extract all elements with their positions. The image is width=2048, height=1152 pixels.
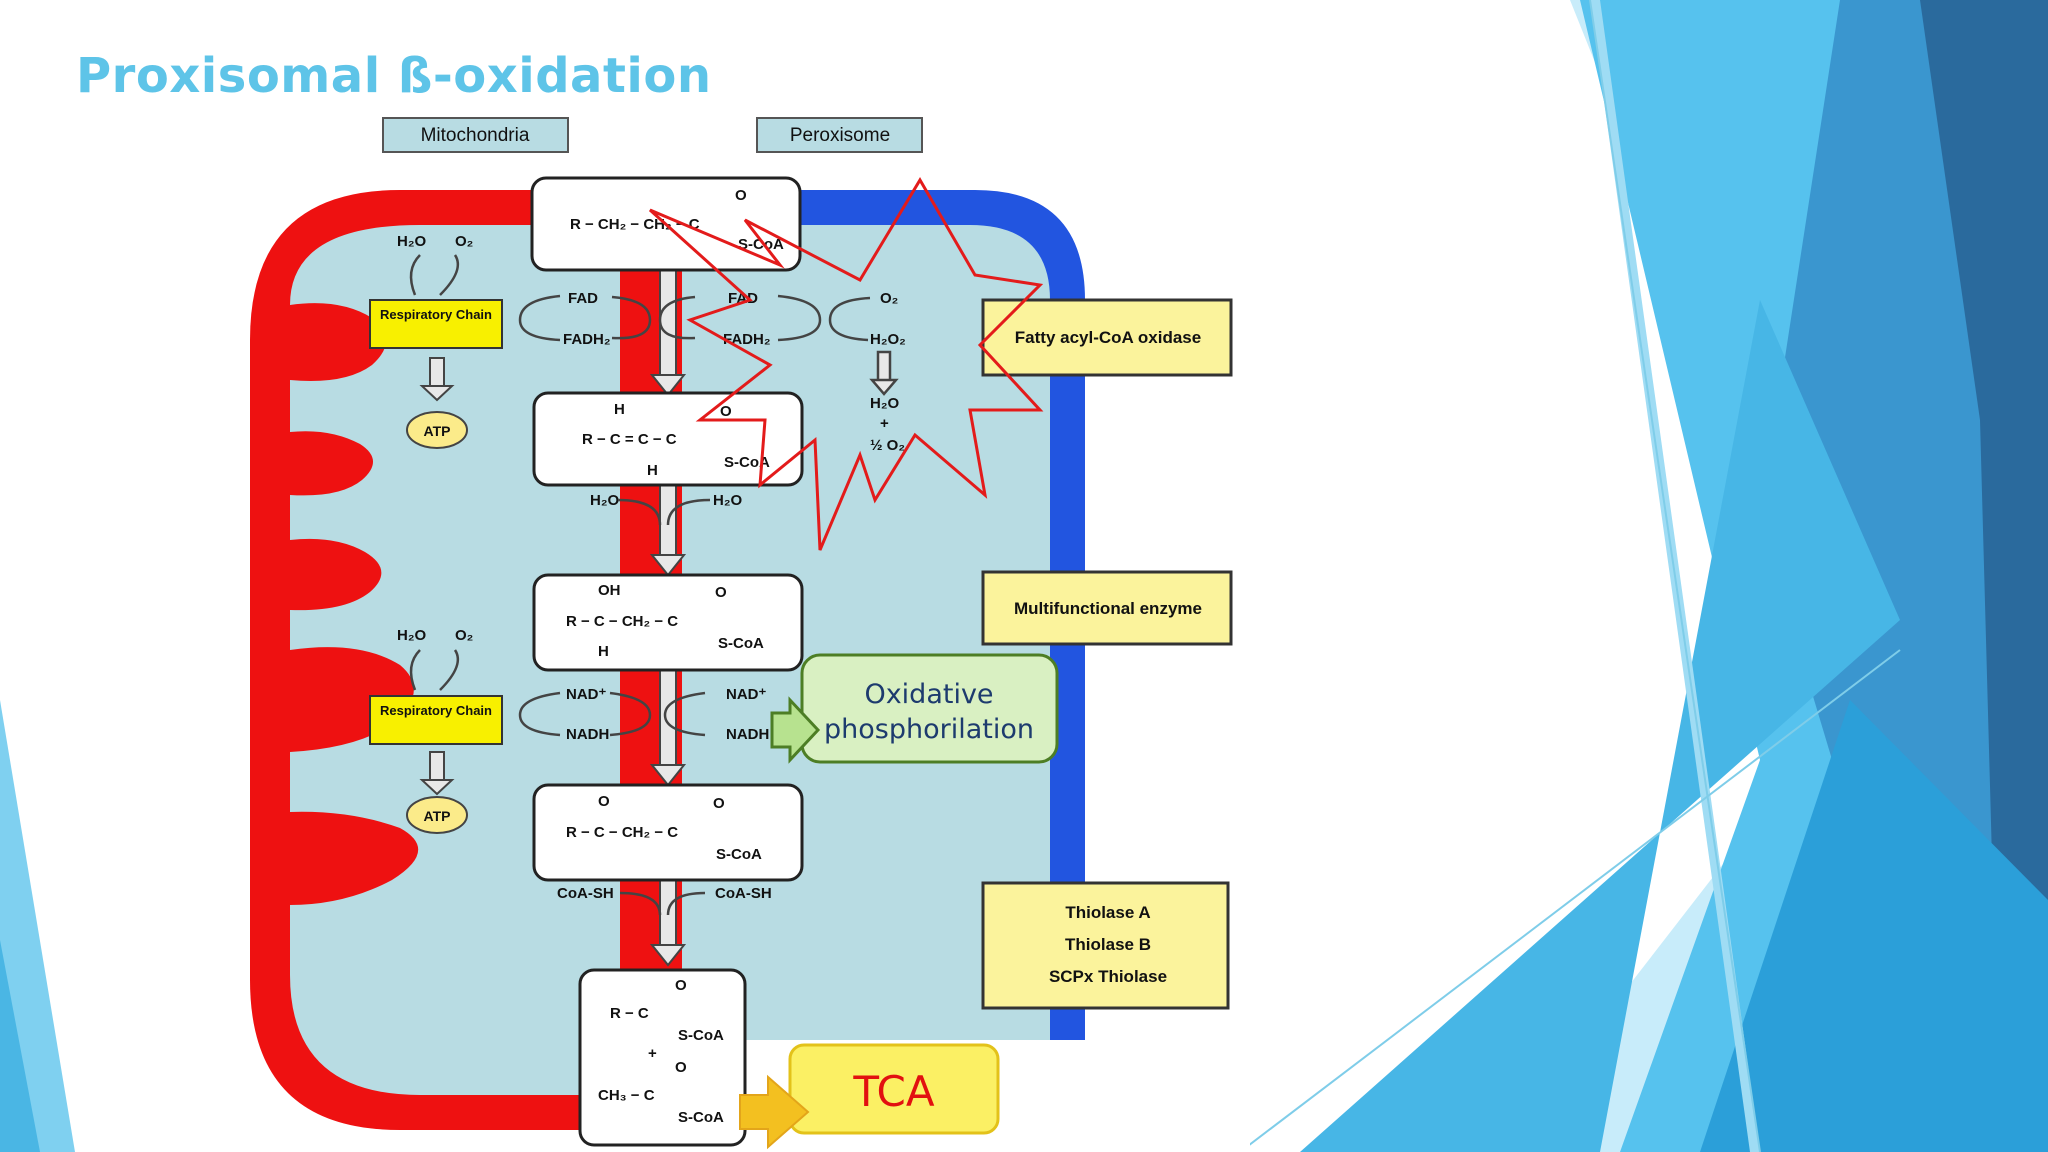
svg-text:S-CoA: S-CoA bbox=[678, 1027, 724, 1044]
svg-text:Oxidative: Oxidative bbox=[864, 679, 993, 710]
tca-callout: TCA bbox=[739, 1043, 1000, 1150]
svg-text:H: H bbox=[614, 401, 625, 418]
slide-title: Proxisomal ß-oxidation bbox=[76, 48, 712, 104]
svg-text:O: O bbox=[598, 793, 610, 810]
svg-text:FAD: FAD bbox=[728, 290, 758, 307]
svg-text:Respiratory Chain: Respiratory Chain bbox=[380, 307, 492, 322]
products-box: R − C O S-CoA + CH₃ − C O S-CoA bbox=[578, 968, 747, 1147]
svg-text:H₂O: H₂O bbox=[713, 492, 742, 509]
svg-text:ATP: ATP bbox=[424, 423, 451, 439]
svg-text:Thiolase A: Thiolase A bbox=[1065, 903, 1150, 922]
respiratory-chain-top: H₂O O₂ Respiratory Chain ATP bbox=[369, 233, 503, 449]
cofactor-arrows bbox=[518, 294, 899, 916]
svg-text:S-CoA: S-CoA bbox=[724, 454, 770, 471]
svg-text:phosphorilation: phosphorilation bbox=[824, 714, 1034, 745]
peroxisome-label-box bbox=[756, 117, 923, 153]
svg-text:SCPx Thiolase: SCPx Thiolase bbox=[1049, 967, 1167, 986]
svg-text:O: O bbox=[675, 977, 687, 994]
svg-text:FADH₂: FADH₂ bbox=[723, 331, 771, 348]
svg-text:O₂: O₂ bbox=[455, 627, 473, 644]
mitochondria-label-box bbox=[382, 117, 569, 153]
svg-text:H: H bbox=[598, 643, 609, 660]
intermediate-enoyl-coa: H R − C = C − C H O S-CoA bbox=[532, 391, 804, 487]
svg-text:+: + bbox=[648, 1045, 657, 1062]
svg-text:O: O bbox=[715, 584, 727, 601]
svg-text:O: O bbox=[675, 1059, 687, 1076]
highlight-starburst bbox=[648, 177, 1044, 551]
svg-text:O₂: O₂ bbox=[455, 233, 473, 250]
svg-text:NADH: NADH bbox=[566, 726, 609, 743]
svg-text:TCA: TCA bbox=[852, 1067, 935, 1116]
svg-text:FAD: FAD bbox=[568, 290, 598, 307]
svg-text:R − C: R − C bbox=[610, 1005, 649, 1022]
respiratory-chain-bottom: H₂O O₂ Respiratory Chain ATP bbox=[369, 627, 503, 834]
intermediate-hydroxyacyl-coa: OH R − C − CH₂ − C H O S-CoA bbox=[532, 573, 804, 672]
svg-text:S-CoA: S-CoA bbox=[718, 635, 764, 652]
enzyme-thiolases: Thiolase A Thiolase B SCPx Thiolase bbox=[981, 881, 1230, 1010]
svg-text:FADH₂: FADH₂ bbox=[563, 331, 611, 348]
svg-text:R − CH₂ − CH₂ − C: R − CH₂ − CH₂ − C bbox=[570, 216, 700, 233]
svg-text:H₂O: H₂O bbox=[397, 233, 426, 250]
svg-text:O: O bbox=[735, 187, 747, 204]
svg-text:H: H bbox=[647, 462, 658, 479]
svg-text:NAD⁺: NAD⁺ bbox=[566, 686, 606, 703]
svg-text:CoA-SH: CoA-SH bbox=[715, 885, 772, 902]
svg-text:Respiratory Chain: Respiratory Chain bbox=[380, 703, 492, 718]
svg-text:Thiolase B: Thiolase B bbox=[1065, 935, 1151, 954]
svg-text:R − C = C − C: R − C = C − C bbox=[582, 431, 677, 448]
mitochondria-label: Mitochondria bbox=[421, 125, 530, 146]
intermediate-ketoacyl-coa: O R − C − CH₂ − C O S-CoA bbox=[532, 783, 804, 882]
enzyme-multifunctional: Multifunctional enzyme bbox=[981, 570, 1233, 646]
svg-text:NAD⁺: NAD⁺ bbox=[726, 686, 766, 703]
svg-text:H₂O₂: H₂O₂ bbox=[870, 331, 906, 348]
svg-text:R − C − CH₂ − C: R − C − CH₂ − C bbox=[566, 824, 678, 841]
enzyme-fatty-acyl-coa-oxidase: Fatty acyl-CoA oxidase bbox=[981, 298, 1233, 377]
svg-text:Multifunctional enzyme: Multifunctional enzyme bbox=[1014, 599, 1202, 618]
svg-text:S-CoA: S-CoA bbox=[678, 1109, 724, 1126]
svg-text:S-CoA: S-CoA bbox=[716, 846, 762, 863]
svg-text:Fatty acyl-CoA oxidase: Fatty acyl-CoA oxidase bbox=[1015, 328, 1201, 347]
svg-text:+: + bbox=[880, 415, 889, 432]
cofactors: FAD FADH₂ FAD FADH₂ H₂O H₂O NAD⁺ NADH NA… bbox=[557, 290, 906, 902]
svg-text:R − C − CH₂ − C: R − C − CH₂ − C bbox=[566, 613, 678, 630]
svg-text:ATP: ATP bbox=[424, 808, 451, 824]
svg-text:S-CoA: S-CoA bbox=[738, 236, 784, 253]
svg-text:NADH: NADH bbox=[726, 726, 769, 743]
svg-text:O: O bbox=[720, 403, 732, 420]
peroxisome-label: Peroxisome bbox=[790, 125, 890, 146]
svg-text:H₂O: H₂O bbox=[590, 492, 619, 509]
svg-text:CoA-SH: CoA-SH bbox=[557, 885, 614, 902]
svg-text:H₂O: H₂O bbox=[870, 395, 899, 412]
svg-text:H₂O: H₂O bbox=[397, 627, 426, 644]
oxidative-phosphorylation-callout: Oxidative phosphorilation bbox=[770, 653, 1059, 764]
svg-text:OH: OH bbox=[598, 582, 621, 599]
svg-text:O: O bbox=[713, 795, 725, 812]
svg-text:O₂: O₂ bbox=[880, 290, 898, 307]
svg-text:½ O₂: ½ O₂ bbox=[870, 437, 905, 454]
svg-text:CH₃ − C: CH₃ − C bbox=[598, 1087, 655, 1104]
